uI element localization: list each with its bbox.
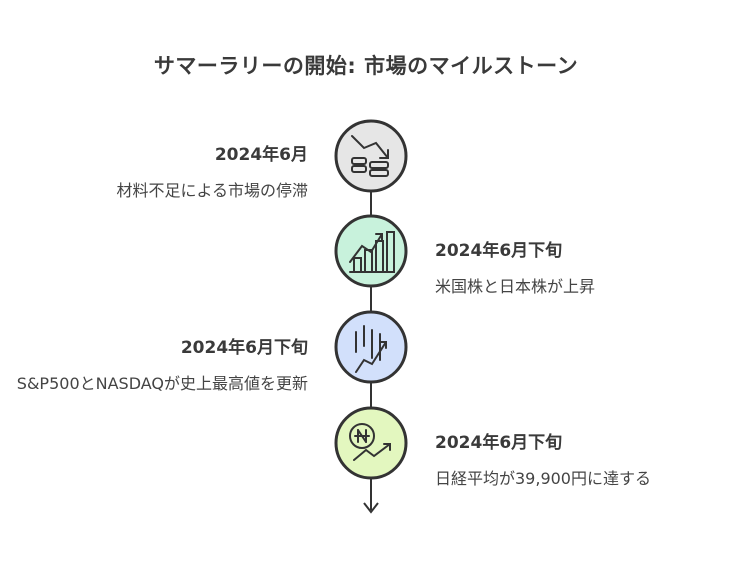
milestone-label-2: 2024年6月下旬 米国株と日本株が上昇: [435, 240, 595, 298]
milestone-date-2: 2024年6月下旬: [435, 241, 563, 261]
milestone-label-1: 2024年6月 材料不足による市場の停滞: [116, 144, 308, 202]
milestone-node-4: [334, 406, 408, 480]
milestone-date-1: 2024年6月: [214, 145, 308, 165]
milestone-circle-1: [334, 119, 408, 193]
declining-bar-chart-icon: [351, 135, 389, 177]
candlestick-chart-icon: [355, 325, 387, 373]
timeline-arrow-head: [363, 502, 379, 514]
milestone-description-1: 材料不足による市場の停滞: [116, 181, 308, 200]
milestone-description-2: 米国株と日本株が上昇: [435, 277, 596, 296]
rising-bar-chart-icon: [349, 231, 395, 273]
milestone-description-4: 日経平均が39,900円に達する: [435, 469, 651, 488]
milestone-date-4: 2024年6月下旬: [435, 433, 563, 453]
milestone-node-3: [334, 310, 408, 384]
milestone-label-4: 2024年6月下旬 日経平均が39,900円に達する: [435, 432, 651, 490]
currency-growth-icon: [349, 423, 391, 461]
milestone-node-2: [334, 214, 408, 288]
milestone-label-3: 2024年6月下旬 S&P500とNASDAQが史上最高値を更新: [8, 337, 308, 395]
milestone-node-1: [334, 119, 408, 193]
milestone-description-3: S&P500とNASDAQが史上最高値を更新: [16, 374, 308, 393]
milestone-date-3: 2024年6月下旬: [180, 338, 308, 358]
page-title: サマーラリーの開始: 市場のマイルストーン: [153, 54, 579, 78]
